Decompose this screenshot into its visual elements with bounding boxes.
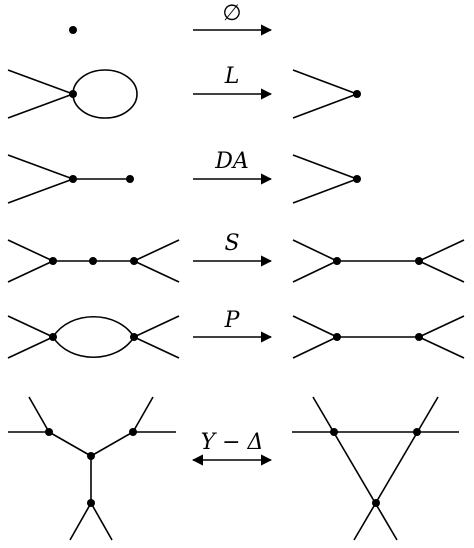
parallel-edge-lower (52, 336, 135, 358)
vertex (415, 257, 423, 265)
y-arm (90, 431, 134, 457)
rule-series: S (7, 231, 465, 283)
edge (7, 239, 54, 262)
edge (418, 315, 465, 338)
edge (292, 69, 358, 95)
rule-label: DA (214, 149, 249, 174)
rule-label: ∅ (222, 1, 241, 26)
y-graph-left (8, 396, 176, 541)
center-vertex (87, 452, 95, 460)
edge (292, 239, 338, 262)
isolated-vertex (69, 26, 77, 34)
edge (418, 239, 465, 262)
vertex (130, 333, 138, 341)
vertex (130, 257, 138, 265)
edge (292, 260, 338, 283)
delta-graph-right (292, 396, 459, 541)
vertex (69, 90, 77, 98)
series-graph-left (7, 239, 180, 283)
edge (292, 315, 338, 338)
edge (418, 336, 465, 359)
rule-y-delta: Y − Δ (8, 396, 459, 541)
vertex (49, 257, 57, 265)
rule-loop: L (7, 64, 361, 119)
edge (292, 154, 358, 180)
vertex (89, 257, 97, 265)
edge (133, 336, 180, 359)
edge (132, 396, 154, 433)
parallel-edge-upper (52, 316, 135, 338)
rule-empty-vertex: ∅ (69, 1, 273, 36)
vertex (353, 175, 361, 183)
y-arm (48, 431, 92, 457)
vertex (372, 499, 380, 507)
vertex (415, 333, 423, 341)
edge (292, 336, 338, 359)
edge (133, 239, 180, 262)
pendant-vertex (126, 175, 134, 183)
rule-label: P (224, 308, 241, 333)
vertex (45, 428, 53, 436)
pendant-graph-left (7, 154, 134, 204)
vertex (87, 499, 95, 507)
rule-label: S (224, 231, 239, 256)
edge (7, 336, 54, 359)
loop-graph-left (7, 69, 138, 119)
vertex (330, 428, 338, 436)
edge (7, 69, 74, 95)
edge (133, 315, 180, 338)
edge (292, 178, 358, 204)
edge (292, 93, 358, 119)
edge (90, 502, 113, 541)
edge (133, 260, 180, 283)
vertex (353, 90, 361, 98)
vertex (129, 428, 137, 436)
edge (418, 260, 465, 283)
parallel-graph-right (292, 315, 465, 359)
vertex (69, 175, 77, 183)
pendant-graph-right (292, 154, 361, 204)
edge (69, 502, 92, 541)
edge (7, 154, 74, 180)
vertex (413, 428, 421, 436)
vertex (49, 333, 57, 341)
rule-label: L (224, 64, 240, 89)
rule-label: Y − Δ (201, 430, 264, 455)
edge (28, 396, 50, 433)
edge (7, 178, 74, 204)
parallel-graph-left (7, 315, 180, 359)
loop-edge (72, 69, 138, 119)
vertex (333, 333, 341, 341)
vertex (333, 257, 341, 265)
loop-graph-right (292, 69, 361, 119)
rule-parallel: P (7, 308, 465, 359)
delta-edge (353, 396, 439, 541)
rule-degree-one: DA (7, 149, 361, 204)
delta-edge (312, 396, 398, 541)
series-graph-right (292, 239, 465, 283)
edge (7, 93, 74, 119)
edge (7, 260, 54, 283)
edge (7, 315, 54, 338)
